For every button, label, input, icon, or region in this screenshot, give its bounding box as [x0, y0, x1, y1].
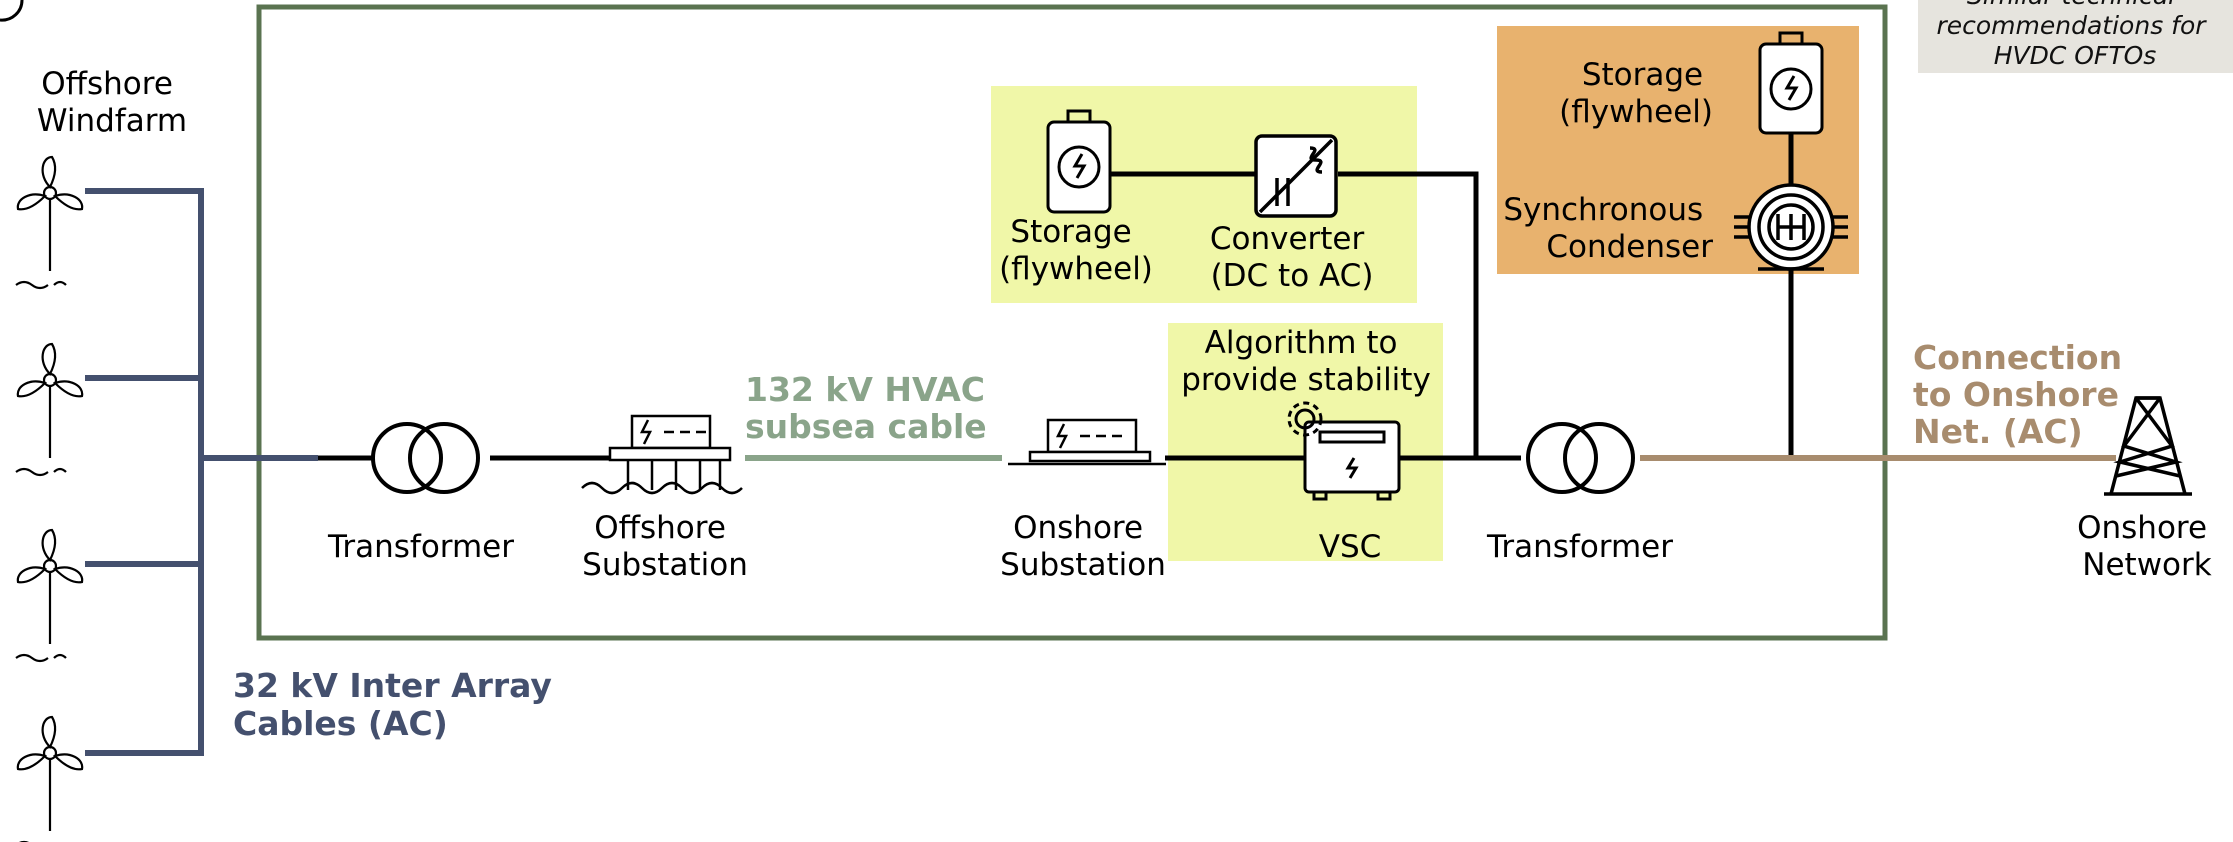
ofto-frame — [256, 4, 1888, 641]
vsc-label: VSC — [1319, 529, 1382, 565]
onshore-network-label: Onshore Network — [2077, 510, 2217, 583]
transformer-icon — [371, 422, 480, 494]
converter-label: Converter (DC to AC) — [1210, 221, 1374, 294]
offshore-substation-label: Offshore Substation — [582, 510, 748, 583]
algorithm-label: Algorithm to provide stability — [1181, 325, 1431, 398]
note-text: Similar technical recommendations for HV… — [1936, 0, 2213, 70]
wind-turbine-icon — [15, 342, 84, 477]
converter-icon — [1254, 134, 1338, 218]
vsc-icon — [1303, 420, 1401, 501]
sync-condenser-label: Synchronous Condenser — [1503, 192, 1713, 265]
note-box — [1918, 0, 2233, 73]
pylon-icon — [2104, 396, 2192, 496]
windfarm-label: Offshore Windfarm — [37, 66, 187, 139]
flywheel-storage-icon — [1758, 31, 1824, 135]
gear-icon — [1287, 401, 1323, 437]
transformer-onshore-label: Transformer — [1486, 529, 1673, 565]
wind-turbine-icon — [15, 155, 84, 290]
flywheel-storage-icon — [1046, 109, 1112, 214]
wind-turbine-icon — [15, 528, 84, 663]
transformer-icon — [1526, 422, 1635, 494]
synchronous-condenser-icon — [1734, 183, 1848, 271]
offshore-substation-icon — [581, 414, 743, 495]
inter-array-cables — [85, 188, 318, 756]
onshore-substation-label: Onshore Substation — [1000, 510, 1166, 583]
transformer-offshore-label: Transformer — [327, 529, 514, 565]
inter-array-label: 32 kV Inter Array Cables (AC) — [233, 666, 563, 743]
wind-turbine-icon — [16, 715, 84, 842]
storage-orange-label: Storage (flywheel) — [1559, 57, 1713, 130]
storage-yellow-label: Storage (flywheel) — [999, 214, 1153, 287]
onshore-substation-icon — [1008, 418, 1166, 466]
corner-circle-fragment — [0, 0, 24, 22]
connection-onshore-label: Connection to Onshore Net. (AC) — [1913, 338, 2134, 451]
main-feeder-lines — [318, 133, 1794, 461]
subsea-cable-label: 132 kV HVAC subsea cable — [745, 370, 997, 446]
